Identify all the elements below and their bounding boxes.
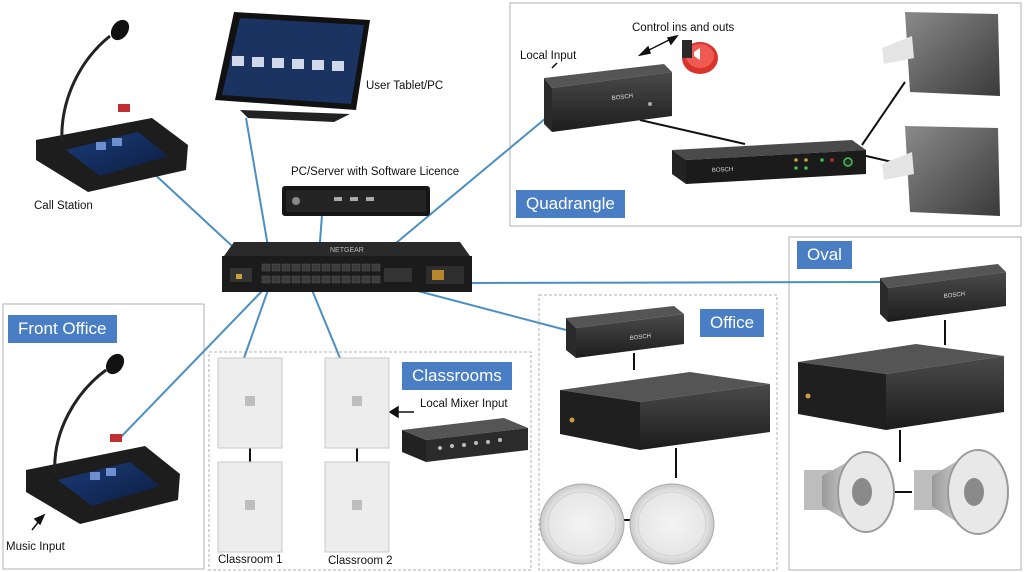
- label-control-io: Control ins and outs: [632, 22, 735, 34]
- zone-label-oval: Oval: [797, 241, 852, 269]
- quadrangle-speaker-top: [882, 12, 1000, 96]
- audio-links: [249, 81, 946, 521]
- link-classroom-2: [311, 289, 341, 359]
- link-oval: [464, 281, 881, 284]
- pc-server-device: [282, 186, 430, 216]
- label-classroom-1: Classroom 1: [218, 554, 283, 566]
- network-switch-device: [222, 242, 472, 292]
- brand-mark-oval-input: BOSCH: [944, 291, 966, 300]
- office-zone-frame: [538, 294, 778, 571]
- zone-label-quadrangle: Quadrangle: [516, 190, 625, 218]
- classroom-2-speaker-top: [324, 357, 390, 449]
- quadrangle-amplifier-device: [672, 140, 866, 184]
- oval-zone-frame: [788, 236, 1022, 571]
- front-office-zone-frame: [2, 303, 205, 570]
- office-local-input-device: [566, 306, 684, 358]
- label-classroom-2: Classroom 2: [328, 555, 393, 567]
- annotation-arrows: [31, 34, 679, 531]
- local-mixer-device: [402, 418, 528, 462]
- office-ceiling-speaker-left: [539, 483, 625, 565]
- quadrangle-speaker-bottom: [882, 126, 1000, 216]
- front-office-call-station: [26, 353, 180, 524]
- link-front-office: [117, 287, 266, 441]
- label-music-input: Music Input: [6, 541, 65, 553]
- zone-label-front-office: Front Office: [8, 315, 117, 343]
- oval-horn-speaker-right: [914, 449, 1009, 535]
- call-station-device: [36, 19, 188, 192]
- classroom-2-speaker-bottom: [324, 461, 390, 553]
- brand-mark-quad-amp: BOSCH: [712, 167, 734, 174]
- quadrangle-zone-frame: [509, 2, 1022, 227]
- link-classroom-1: [243, 289, 269, 359]
- brand-mark-office-input: BOSCH: [630, 333, 652, 342]
- label-user-tablet: User Tablet/PC: [366, 80, 444, 92]
- control-button-device: [682, 40, 718, 74]
- oval-horn-speaker-left: [804, 451, 895, 533]
- label-call-station: Call Station: [34, 200, 93, 212]
- quadrangle-local-input-device: [544, 64, 672, 132]
- brand-mark-switch: NETGEAR: [330, 247, 364, 254]
- label-local-mixer: Local Mixer Input: [420, 398, 508, 410]
- oval-amplifier-device: [798, 344, 1004, 430]
- office-amplifier-device: [560, 372, 770, 450]
- label-pc-server: PC/Server with Software Licence: [291, 166, 460, 178]
- zone-label-classrooms: Classrooms: [402, 362, 512, 390]
- classroom-1-speaker-bottom: [217, 461, 283, 553]
- user-tablet-device: [215, 12, 370, 122]
- link-office: [394, 284, 567, 331]
- office-ceiling-speaker-right: [629, 483, 715, 565]
- zone-label-office: Office: [700, 309, 765, 337]
- classroom-1-speaker-top: [217, 357, 283, 449]
- label-local-input: Local Input: [520, 50, 577, 62]
- oval-local-input-device: [880, 264, 1006, 322]
- brand-mark-quad-input: BOSCH: [612, 93, 634, 102]
- classrooms-zone-frame: [208, 351, 532, 571]
